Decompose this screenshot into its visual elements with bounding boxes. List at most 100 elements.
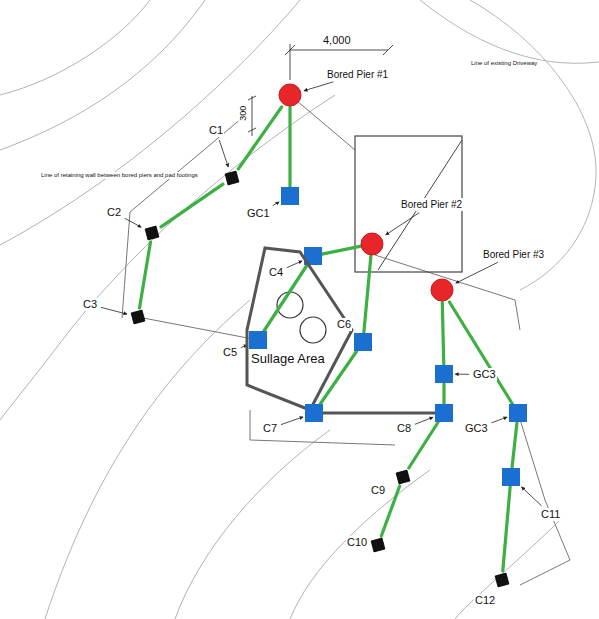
boundary-line — [122, 118, 242, 318]
footing-label: C8 — [396, 422, 412, 435]
leader-line — [304, 82, 333, 91]
tie-beam-line — [140, 242, 151, 308]
boundary-line — [518, 413, 570, 585]
contour-line — [290, 470, 430, 619]
pier-circle — [361, 233, 383, 255]
footing-label: C3 — [82, 298, 98, 311]
boundary-line — [375, 255, 520, 330]
footing-diamond — [371, 538, 385, 552]
pad-footing: C7 — [305, 404, 323, 422]
bored-pier-shape — [430, 278, 454, 302]
pad-footing-shape — [435, 404, 453, 422]
footing-square — [249, 331, 267, 349]
footing-label: GC1 — [246, 207, 271, 220]
footing-label: C10 — [346, 536, 368, 549]
contour-line — [175, 430, 330, 619]
tie-beam-line — [512, 422, 517, 468]
bored-pier: Bored Pier #2 — [360, 232, 384, 256]
contour-line — [0, 0, 300, 245]
tie-beam-line — [503, 486, 510, 571]
column-footing-shape — [493, 571, 511, 589]
footing-square — [435, 365, 453, 383]
footing-line — [314, 412, 444, 415]
dimension-text: 300 — [238, 105, 248, 122]
tie-beam-line — [161, 184, 223, 227]
pad-footing: C11 — [502, 468, 520, 486]
dimension-tick — [248, 128, 256, 132]
pad-footing: GC3 — [509, 404, 527, 422]
tie-beam-line — [442, 302, 444, 365]
tie-beam-line — [364, 256, 371, 333]
contour-line — [0, 0, 150, 95]
pier-label: Bored Pier #2 — [400, 198, 463, 211]
footing-label: C1 — [208, 124, 224, 137]
pier-circle — [431, 279, 453, 301]
bored-pier: Bored Pier #1 — [278, 83, 302, 107]
pad-footing-shape — [509, 404, 527, 422]
leader-line — [287, 261, 302, 268]
tie-beam-line — [449, 302, 512, 404]
boundary-line — [138, 317, 258, 340]
pier-label: Bored Pier #1 — [326, 68, 389, 81]
dimension-tick — [248, 96, 256, 100]
pad-footing: GC1 — [281, 187, 299, 205]
column-footing: C9 — [394, 468, 412, 486]
footing-square — [509, 404, 527, 422]
pad-footing-shape — [249, 331, 267, 349]
region-label: Sullage Area — [250, 352, 326, 365]
tank-circle — [300, 317, 326, 343]
note-text: Line of retaining wall between bored pie… — [40, 172, 199, 179]
pad-footing: C5 — [249, 331, 267, 349]
leader-line — [491, 417, 507, 423]
bored-pier-shape — [360, 232, 384, 256]
dimension-line — [290, 50, 388, 51]
footing-diamond — [145, 226, 159, 240]
footing-square — [502, 468, 520, 486]
leader-line — [125, 218, 142, 227]
column-footing: C3 — [129, 308, 147, 326]
footing-diamond — [495, 573, 509, 587]
pad-footing: C6 — [354, 333, 372, 351]
footing-diamond — [225, 171, 239, 185]
column-footing-shape — [129, 308, 147, 326]
pad-footing-shape — [354, 333, 372, 351]
footing-label: C12 — [474, 594, 496, 607]
column-footing: C12 — [493, 571, 511, 589]
pad-footing: C8 — [435, 404, 453, 422]
note-text: Line of existing Driveway — [470, 60, 538, 67]
leader-line — [219, 140, 228, 167]
leader-line — [273, 202, 280, 206]
footing-label: C2 — [106, 206, 122, 219]
pier-label: Bored Pier #3 — [482, 248, 545, 261]
column-footing-shape — [143, 224, 161, 242]
footing-square — [281, 187, 299, 205]
bored-pier-shape — [278, 83, 302, 107]
pad-footing-shape — [281, 187, 299, 205]
column-footing-shape — [394, 468, 412, 486]
column-footing: C2 — [143, 224, 161, 242]
tie-beam-line — [322, 246, 360, 254]
dimension-text: 4,000 — [322, 34, 352, 47]
contour-line — [0, 95, 335, 420]
column-footing-shape — [223, 169, 241, 187]
footing-diamond — [396, 470, 410, 484]
leader-line — [281, 417, 303, 425]
bored-pier: Bored Pier #3 — [430, 278, 454, 302]
tie-beam-line — [442, 383, 445, 404]
footing-label: C7 — [262, 422, 278, 435]
tie-beam-line — [288, 107, 291, 187]
pad-footing: GC3 — [435, 365, 453, 383]
pad-footing-shape — [502, 468, 520, 486]
pad-footing-shape — [435, 365, 453, 383]
extension-line — [290, 44, 291, 80]
leader-line — [455, 374, 469, 375]
column-footing: C10 — [369, 536, 387, 554]
footing-square — [354, 333, 372, 351]
footing-label: C9 — [370, 484, 386, 497]
leader-line — [456, 262, 498, 283]
column-footing-shape — [369, 536, 387, 554]
boundary-line — [290, 95, 355, 150]
footing-diamond — [131, 310, 145, 324]
footing-square — [435, 404, 453, 422]
